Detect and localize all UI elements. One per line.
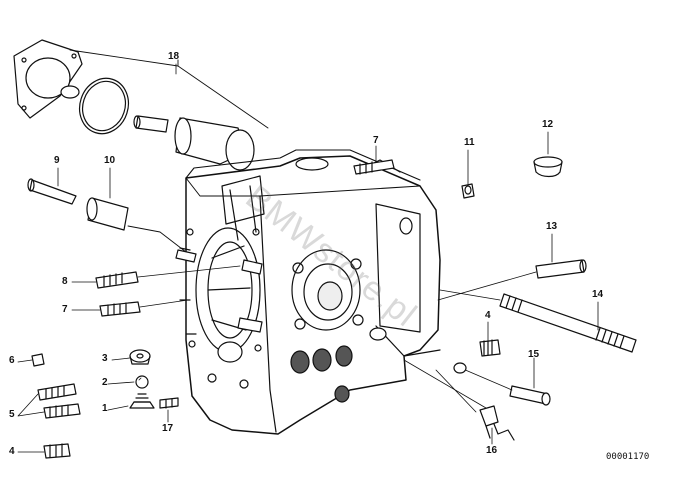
- part-5-studs: [37, 383, 81, 419]
- callout-3: 3: [102, 353, 108, 364]
- callout-14: 14: [592, 289, 604, 300]
- part-7-stud-top: [353, 159, 395, 175]
- part-6-nut: [31, 353, 45, 367]
- part-1-spring: [129, 393, 155, 409]
- part-7-stud-left: [99, 299, 189, 317]
- part-9-dowel: [27, 178, 77, 205]
- part-18-cover-assembly: [13, 39, 269, 171]
- callout-17: 17: [162, 423, 174, 434]
- part-16-sensor: [403, 359, 515, 441]
- callout-7-top: 7: [373, 135, 379, 146]
- part-10-bushing: [86, 197, 187, 253]
- callout-4-right: 4: [485, 310, 491, 321]
- part-15-sleeve: [453, 362, 551, 406]
- leader-lines: [17, 63, 599, 453]
- callout-12: 12: [542, 119, 554, 130]
- part-4-plug-left: [43, 443, 71, 459]
- engine-block: [175, 149, 441, 435]
- callout-18: 18: [168, 51, 180, 62]
- part-17-pin: [159, 397, 179, 409]
- callout-15: 15: [528, 349, 540, 360]
- callout-10: 10: [104, 155, 116, 166]
- callout-8: 8: [62, 276, 68, 287]
- callout-7-left: 7: [62, 304, 68, 315]
- part-4-plug-right: [479, 339, 501, 357]
- callout-4-left: 4: [9, 446, 15, 457]
- callout-9: 9: [54, 155, 60, 166]
- callout-6: 6: [9, 355, 15, 366]
- diagram-reference-number: 00001170: [606, 452, 650, 462]
- part-3-nut: [129, 349, 151, 365]
- callout-16: 16: [486, 445, 498, 456]
- callout-13: 13: [546, 221, 558, 232]
- part-13-pin: [437, 259, 587, 301]
- part-11-nut: [461, 183, 475, 199]
- callout-1: 1: [102, 403, 108, 414]
- part-14-long-stud: [439, 289, 637, 353]
- part-8-stud: [95, 265, 241, 289]
- callout-2: 2: [102, 377, 108, 388]
- callout-11: 11: [464, 137, 475, 148]
- part-2-ball: [135, 375, 149, 389]
- callout-5: 5: [9, 409, 15, 420]
- part-12-plug: [533, 156, 563, 178]
